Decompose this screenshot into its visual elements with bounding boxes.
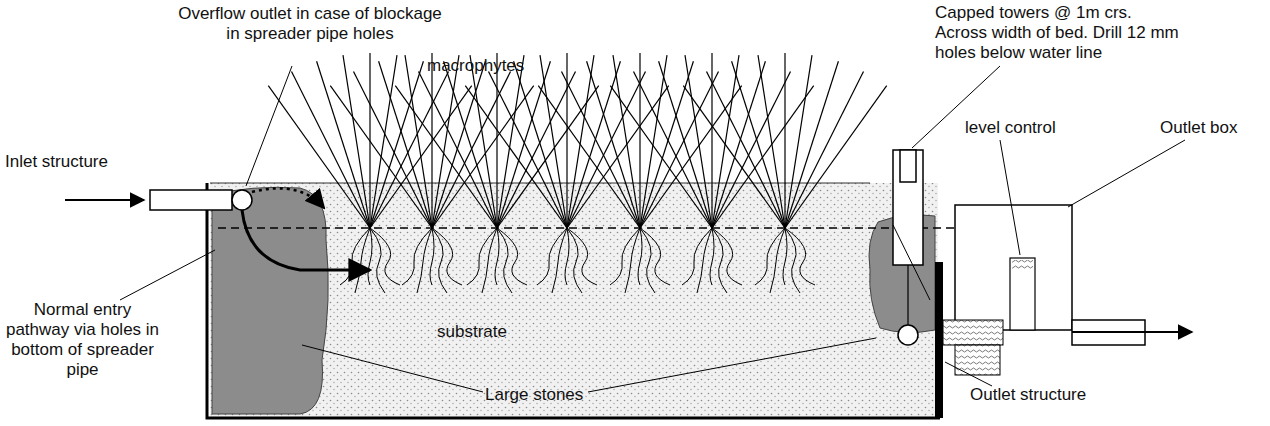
callout-label: Normal entry pathway via holes in bottom… (5, 300, 160, 380)
callout-label: Outlet box (1160, 118, 1260, 138)
plant-leaf (317, 61, 370, 228)
plant-leaf (465, 86, 567, 228)
plant-leaf (379, 61, 432, 228)
plant-root (610, 228, 640, 285)
plant-leaf (613, 55, 640, 228)
plant-leaf (330, 86, 432, 228)
plant-leaf (712, 72, 791, 228)
plant-root (640, 228, 670, 285)
plant-leaf (758, 55, 785, 228)
plant-root (770, 228, 785, 293)
plant-leaf (405, 55, 432, 228)
plant-leaf (514, 61, 567, 228)
plant-leaf (444, 61, 497, 228)
plant-leaf (785, 72, 864, 228)
plant-root (355, 228, 370, 293)
plant-root (710, 228, 714, 285)
callout-label: Overflow outlet in case of blockage in s… (175, 4, 445, 44)
plant-leaf (639, 53, 640, 228)
plant-root (755, 228, 785, 285)
plant-leaf (395, 86, 497, 228)
plant-leaf (540, 55, 567, 228)
plant-root (482, 228, 497, 293)
callout-label: Large stones (485, 385, 605, 405)
plant-root (638, 228, 642, 285)
plant-root (467, 228, 497, 285)
plant-root (368, 228, 372, 285)
callout-label: Outlet structure (970, 385, 1110, 405)
callout-label: macrophytes (427, 56, 547, 76)
plant-leaf (370, 61, 423, 228)
plant-leaf (685, 55, 712, 228)
plant-root (417, 228, 432, 293)
plant-leaf (432, 61, 485, 228)
plant-root (783, 228, 787, 285)
callout-label: level control (965, 118, 1075, 138)
plant-root (537, 228, 567, 285)
plant-leaf (370, 72, 449, 228)
plant-leaf (732, 61, 785, 228)
plant-root (567, 228, 582, 293)
plant-leaf (640, 72, 719, 228)
plant-root (682, 228, 712, 285)
plant-leaf (640, 86, 742, 228)
callout-label: Inlet structure (5, 152, 145, 172)
plant-root (402, 228, 432, 285)
plant-root (497, 228, 527, 285)
plant-leaf (567, 72, 646, 228)
plant-root (625, 228, 640, 293)
plant-leaf (497, 61, 550, 228)
plant-root (640, 228, 655, 293)
plant-leaf (431, 53, 432, 228)
plant-root (497, 228, 512, 293)
plant-root (567, 228, 597, 285)
plant-leaf (432, 72, 511, 228)
plant-root (565, 228, 569, 285)
plant-leaf (567, 61, 620, 228)
plant-root (370, 228, 385, 293)
plant-leaf (712, 86, 814, 228)
plant-leaf (432, 86, 534, 228)
plant-root (785, 228, 800, 293)
material-label: substrate (437, 322, 527, 342)
plant-leaf (784, 53, 785, 228)
plant-root (712, 228, 727, 293)
plant-root (370, 228, 400, 285)
plant-leaf (268, 86, 370, 228)
plant-leaf (567, 86, 669, 228)
plant-root (340, 228, 370, 285)
plant-leaf (659, 61, 712, 228)
plant-root (495, 228, 499, 285)
plant-leaf (538, 86, 640, 228)
plant-leaf (566, 53, 567, 228)
plant-leaf (343, 55, 370, 228)
plant-root (785, 228, 815, 285)
callout-label: Capped towers @ 1m crs. Across width of … (935, 3, 1180, 63)
plant-leaf (712, 61, 765, 228)
plant-leaf (587, 61, 640, 228)
plant-leaf (785, 86, 887, 228)
plant-leaf (610, 86, 712, 228)
plant-root (432, 228, 462, 285)
plant-root (697, 228, 712, 293)
plant-leaf (683, 86, 785, 228)
plant-leaf (496, 53, 497, 228)
plant-root (552, 228, 567, 293)
plant-root (712, 228, 742, 285)
plant-root (430, 228, 434, 285)
plant-leaf (711, 53, 712, 228)
plant-leaf (785, 61, 838, 228)
plant-root (432, 228, 447, 293)
